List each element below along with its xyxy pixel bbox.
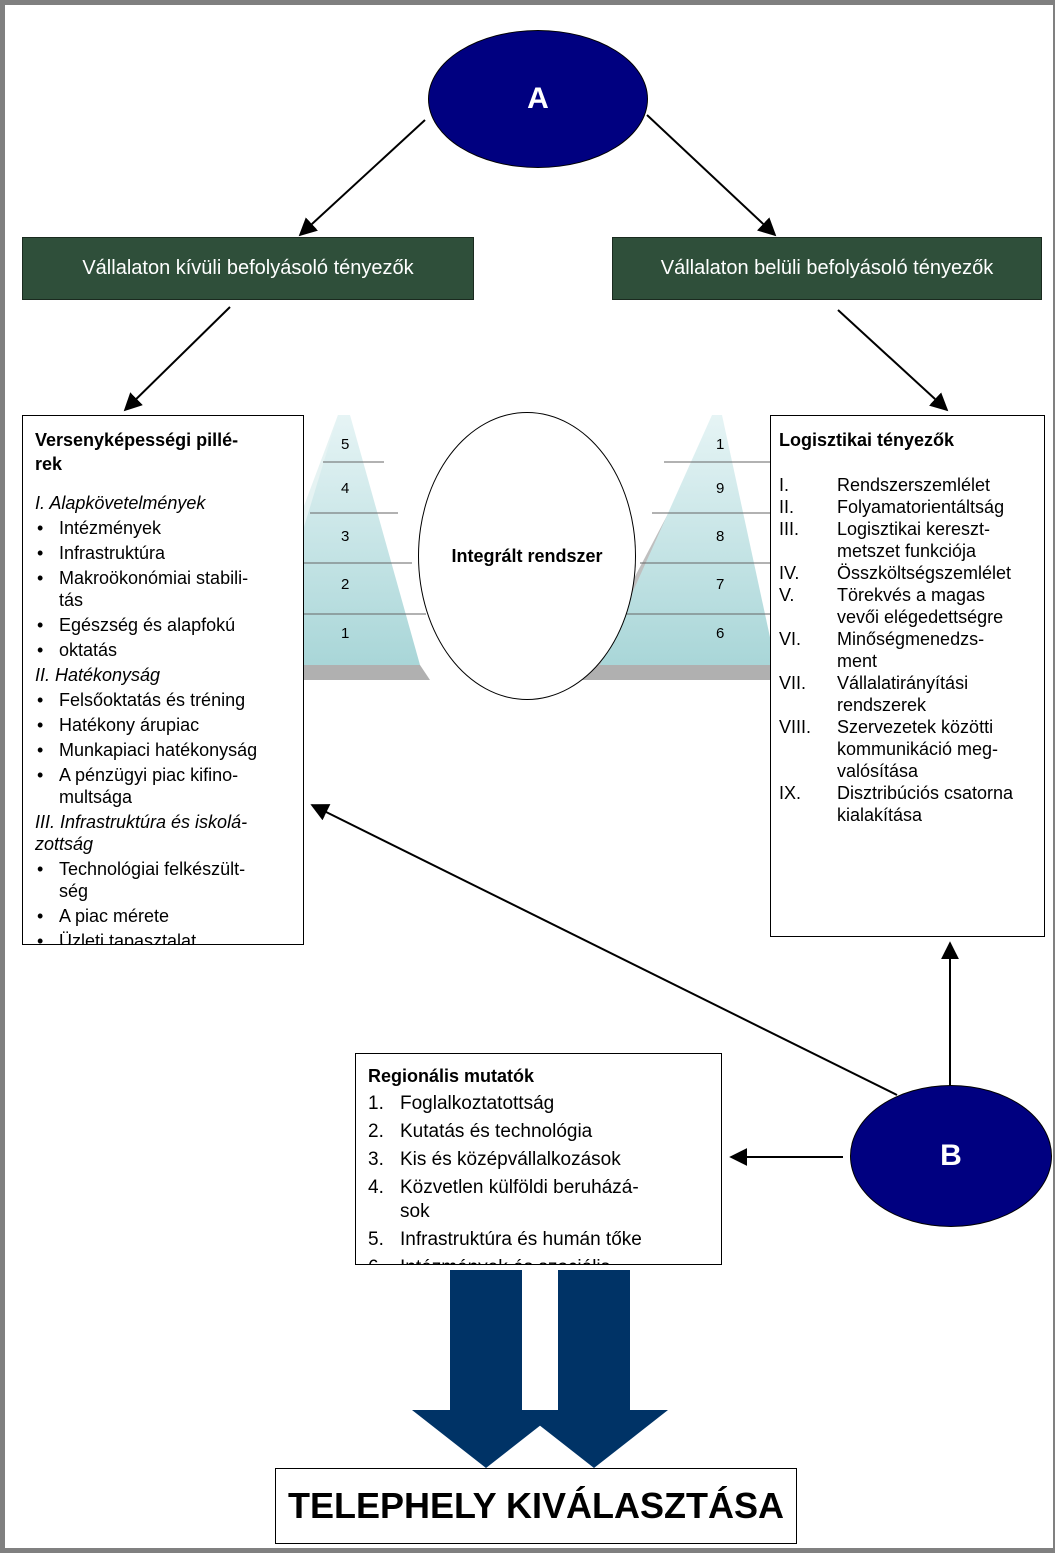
group1-heading: I. Alapkövetelmények <box>35 493 206 513</box>
left-tier-3: 3 <box>341 528 350 545</box>
right-tier-6: 6 <box>716 625 725 642</box>
list-item: IV.Összköltségszemlélet <box>779 563 1012 583</box>
competitiveness-title: Versenyképességi pillé- rek <box>35 430 239 474</box>
left-tier-1: 1 <box>341 625 350 642</box>
arrow-external-to-pillars <box>123 306 231 412</box>
arrow-a-to-external <box>298 119 426 237</box>
right-tier-1: 1 <box>716 436 725 453</box>
regional-box: Regionális mutatók 1.Foglalkoztatottság … <box>355 1053 722 1265</box>
group2-heading: II. Hatékonyság <box>35 665 161 685</box>
right-tier-9: 9 <box>716 480 725 497</box>
left-tier-5: 5 <box>341 436 350 453</box>
node-a: A <box>428 30 648 168</box>
integrated-system-label: Integrált rendszer <box>451 545 603 566</box>
list-item: A piac mérete <box>35 905 297 927</box>
left-tier-4: 4 <box>341 480 350 497</box>
external-factors-label: Vállalaton kívüli befolyásoló tényezők <box>82 257 414 279</box>
list-item: II.Folyamatorientáltság <box>779 497 1005 517</box>
arrow-b-to-pillars <box>310 804 898 1096</box>
list-item: VI.Minőségmenedzs-ment <box>779 629 985 671</box>
logistics-box: Logisztikai tényezők I.Rendszerszemlélet… <box>770 415 1045 937</box>
regional-title: Regionális mutatók <box>368 1066 535 1086</box>
logistics-title: Logisztikai tényezők <box>779 430 955 450</box>
list-item: I.Rendszerszemlélet <box>779 475 991 495</box>
list-item: Munkapiaci hatékonyság <box>35 739 297 761</box>
list-item: oktatás <box>35 639 297 661</box>
group3-heading: III. Infrastruktúra és iskolá- zottság <box>35 812 248 854</box>
list-item: Hatékony árupiac <box>35 714 297 736</box>
node-b-label: B <box>940 1139 962 1172</box>
list-item: 6.Intézmények és szociális <box>368 1256 715 1264</box>
arrow-internal-to-logistics <box>837 309 949 412</box>
arrow-a-to-internal <box>646 114 777 237</box>
node-a-label: A <box>527 82 549 115</box>
site-selection-box: TELEPHELY KIVÁLASZTÁSA <box>275 1468 797 1544</box>
list-item: Technológiai felkészült-ség <box>35 858 297 902</box>
list-item: 1.Foglalkoztatottság <box>368 1093 555 1114</box>
block-arrow-right <box>520 1270 668 1468</box>
left-tier-2: 2 <box>341 576 350 593</box>
list-item: Intézmények <box>35 517 297 539</box>
list-item: Felsőoktatás és tréning <box>35 689 297 711</box>
external-factors-box: Vállalaton kívüli befolyásoló tényezők <box>22 237 474 300</box>
list-item: Makroökonómiai stabili-tás <box>35 567 297 611</box>
list-item: Infrastruktúra <box>35 542 297 564</box>
list-item: 3.Kis és középvállalkozások <box>368 1149 621 1170</box>
list-item: 2.Kutatás és technológia <box>368 1121 593 1142</box>
logistics-list: I.Rendszerszemlélet II.Folyamatorientált… <box>779 474 1040 826</box>
node-b: B <box>850 1085 1052 1227</box>
right-tier-8: 8 <box>716 528 725 545</box>
list-item: 4.Közvetlen külföldi beruházá-sok <box>368 1177 639 1222</box>
competitiveness-box: Versenyképességi pillé- rek I. Alapkövet… <box>22 415 304 945</box>
internal-factors-label: Vállalaton belüli befolyásoló tényezők <box>660 257 994 279</box>
site-selection-label: TELEPHELY KIVÁLASZTÁSA <box>287 1485 785 1526</box>
right-tier-7: 7 <box>716 576 725 593</box>
list-item: 5.Infrastruktúra és humán tőke <box>368 1229 642 1250</box>
internal-factors-box: Vállalaton belüli befolyásoló tényezők <box>612 237 1042 300</box>
block-arrow-left <box>412 1270 560 1468</box>
integrated-system-circle: Integrált rendszer <box>418 412 636 700</box>
list-item: III.Logisztikai kereszt-metszet funkciój… <box>779 519 991 561</box>
list-item: A pénzügyi piac kifino-multsága <box>35 764 297 808</box>
list-item: Üzleti tapasztalat <box>35 930 297 944</box>
list-item: Egészség és alapfokú <box>35 614 297 636</box>
